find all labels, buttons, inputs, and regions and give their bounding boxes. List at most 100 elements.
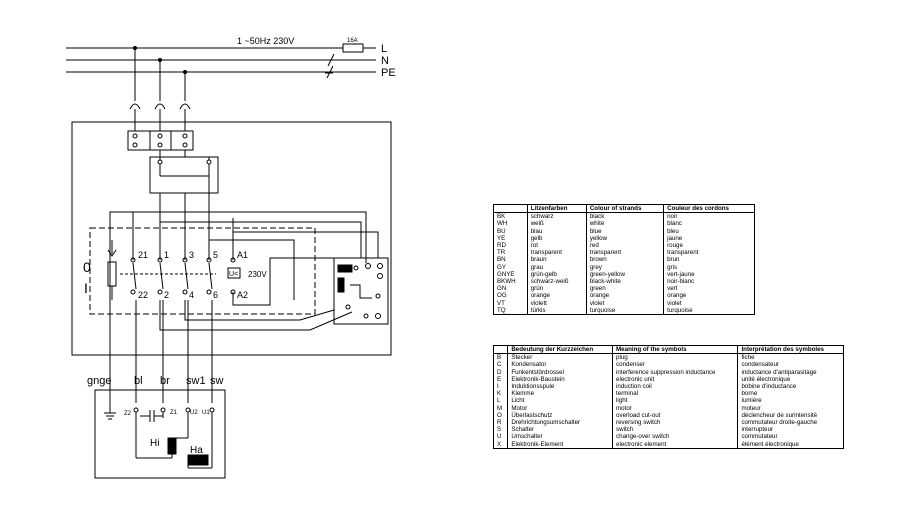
- supply-drops: [129, 46, 191, 131]
- cell-fr: bobine d'inductance: [741, 383, 797, 391]
- cell-de: Schalter: [507, 426, 614, 434]
- line-label-l: L: [381, 43, 387, 55]
- cell-en: interference suppression inductance: [612, 368, 739, 376]
- cell-de: schwarz-weiß: [527, 278, 587, 286]
- cell-code: YE: [493, 234, 528, 243]
- cell-code: L: [493, 397, 509, 405]
- cell-fr: commutateur: [741, 433, 778, 441]
- switch-unit: [89, 227, 316, 315]
- cell-code: U: [493, 433, 509, 441]
- cell-de: rot: [527, 242, 587, 250]
- cell-fr: rouge: [667, 242, 683, 250]
- terminal-3: 3: [189, 250, 194, 260]
- cell-fr: unité électronique: [741, 375, 791, 383]
- cell-de: Motor: [507, 404, 614, 412]
- header-code: [493, 204, 528, 214]
- cell-code: X: [493, 440, 509, 449]
- motor-terminal-z2: Z2: [124, 411, 132, 417]
- cell-de: türkis: [527, 306, 587, 315]
- switch-pos-on: I: [84, 280, 88, 296]
- cell-de: Elektronik-Baustein: [507, 375, 614, 384]
- cell-code: RD: [493, 242, 528, 250]
- enclosure-box: [71, 121, 392, 356]
- header-de: Bedeutung der Kurzzeichen: [507, 345, 614, 355]
- cell-fr: commutateur droite-gauche: [741, 419, 818, 427]
- wire-label-gnge: gnge: [87, 375, 111, 387]
- cell-code: C: [493, 361, 509, 369]
- cell-en: switch: [612, 426, 739, 434]
- cell-fr: lumière: [741, 397, 762, 405]
- cell-fr: fiche: [741, 354, 755, 362]
- cell-fr: violet: [667, 299, 682, 307]
- header-de: Litzenfarben: [527, 204, 587, 214]
- cell-code: E: [493, 375, 509, 384]
- cell-fr: orange: [667, 292, 687, 300]
- terminal-2: 2: [164, 290, 169, 300]
- cell-code: K: [493, 390, 509, 398]
- cell-en: green-yellow: [586, 270, 665, 279]
- cell-fr: vert: [667, 285, 678, 293]
- cell-code: BK: [493, 212, 528, 221]
- cell-de: Umschalter: [507, 433, 614, 441]
- cell-de: grün: [527, 285, 587, 293]
- strand-colours-table: Litzenfarben Colour of strands Couleur d…: [493, 204, 755, 316]
- wire-label-sw1: sw1: [186, 375, 206, 387]
- line-label-pe: PE: [381, 67, 396, 79]
- cell-fr: déclencheur de surintensité: [741, 411, 818, 419]
- cell-en: grey: [586, 263, 665, 271]
- cell-en: induction coil: [612, 383, 739, 391]
- cell-de: Stecker: [507, 353, 614, 362]
- cell-de: Drehrichtungsumschalter: [507, 419, 614, 427]
- fuse-symbol: [342, 43, 364, 53]
- internal-wiring: [109, 211, 379, 331]
- header-en: Meaning of the symbols: [612, 345, 739, 355]
- cell-fr: interrupteur: [741, 426, 774, 434]
- cell-en: reversing switch: [612, 419, 739, 427]
- cell-en: green: [586, 285, 665, 293]
- cell-de: braun: [527, 256, 587, 264]
- cell-code: B: [493, 353, 509, 362]
- terminal-6: 6: [213, 290, 218, 300]
- cell-code: O: [493, 411, 509, 420]
- cell-fr: turquoise: [667, 306, 693, 314]
- motor-terminal-z1: Z1: [170, 410, 178, 416]
- terminal-22: 22: [138, 290, 148, 300]
- cell-fr: transparent: [667, 249, 699, 257]
- cell-code: BKWH: [493, 278, 528, 286]
- cell-en: terminal: [612, 390, 739, 398]
- cell-en: electronic unit: [612, 375, 739, 384]
- suppression-box: [149, 150, 219, 194]
- cell-de: orange: [527, 292, 587, 300]
- cell-de: blau: [527, 227, 587, 235]
- cell-de: grün-gelb: [527, 270, 587, 279]
- cell-de: Licht: [507, 397, 614, 405]
- cell-fr: élément électronique: [741, 440, 799, 448]
- cell-en: turquoise: [586, 306, 665, 315]
- cell-de: Funkentstördrossel: [507, 368, 614, 376]
- symbols-table: Bedeutung der Kurzzeichen Meaning of the…: [493, 345, 844, 449]
- cell-code: BU: [493, 227, 528, 235]
- cell-fr: blanc: [667, 220, 682, 228]
- undervoltage-coil-label: U<: [229, 271, 238, 278]
- cell-fr: borne: [741, 390, 758, 398]
- header-en: Colour of strands: [586, 204, 665, 214]
- switch-contacts: [120, 188, 241, 295]
- cell-en: red: [586, 242, 665, 250]
- terminal-block: [127, 130, 194, 151]
- supply-lines: [66, 43, 376, 79]
- cell-code: TR: [493, 249, 528, 257]
- colours-table-header: Litzenfarben Colour of strands Couleur d…: [493, 204, 755, 214]
- cell-en: yellow: [586, 234, 665, 243]
- cell-fr: moteur: [741, 404, 761, 412]
